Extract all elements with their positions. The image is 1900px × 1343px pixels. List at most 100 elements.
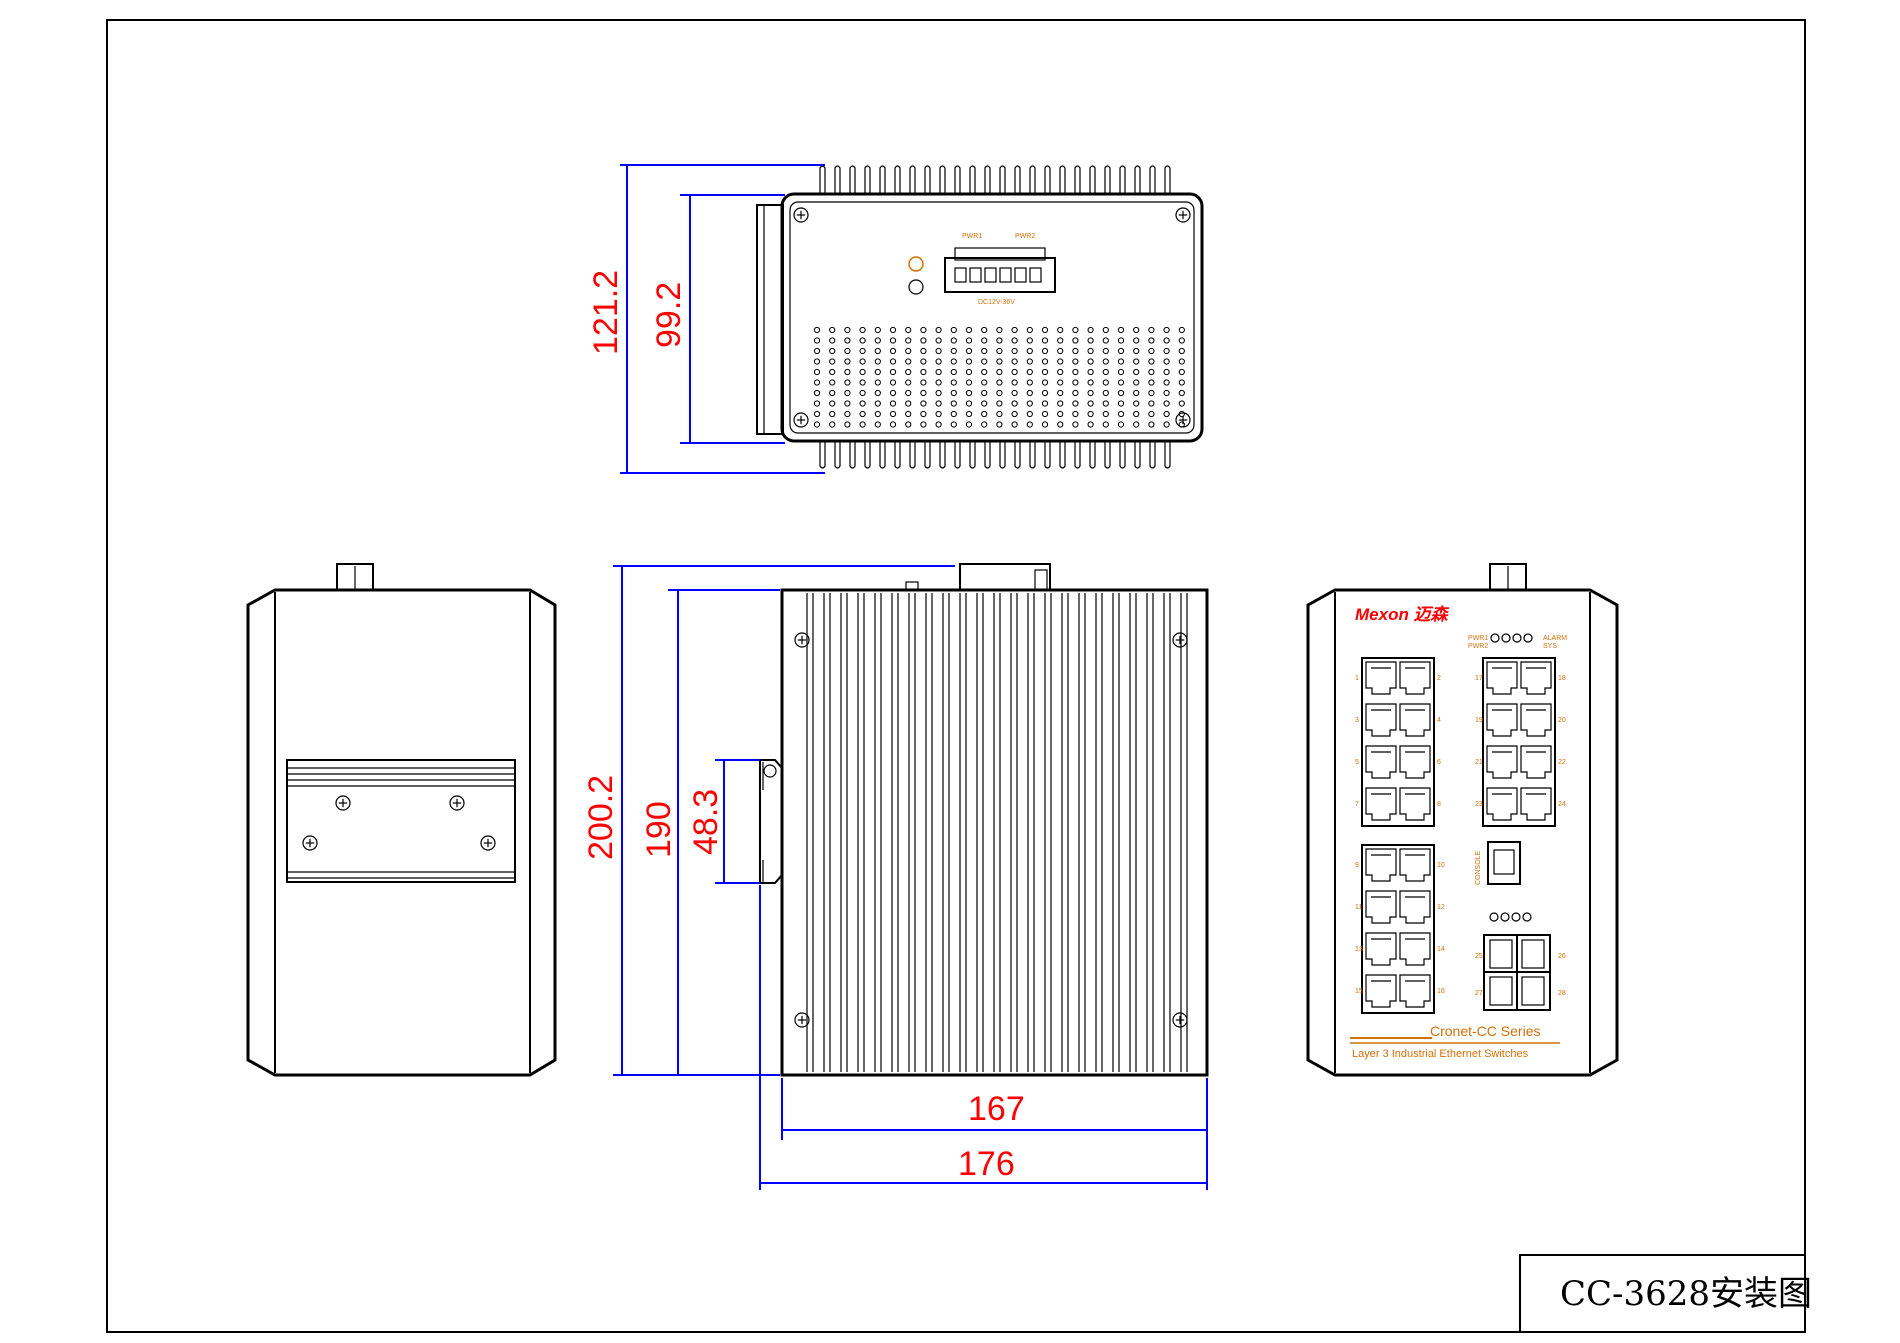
rj45-port (1399, 787, 1431, 821)
vent-hole (1026, 410, 1033, 418)
rj45-port (1365, 848, 1397, 882)
vent-hole (905, 400, 912, 407)
vent-hole (1117, 389, 1125, 397)
terminal-slot (1029, 267, 1042, 283)
vent-hole (920, 389, 927, 397)
vent-hole (935, 347, 942, 355)
vent-hole (844, 410, 851, 418)
fin (864, 165, 871, 194)
fin (1104, 441, 1111, 469)
vent-hole (889, 368, 897, 376)
fin (939, 165, 946, 194)
vent-hole (1163, 368, 1170, 376)
vent-hole (920, 421, 927, 428)
vent-hole (965, 368, 973, 376)
vent-hole (1133, 400, 1140, 407)
vent-hole (950, 400, 957, 407)
vent-hole (920, 379, 927, 386)
fin (984, 441, 991, 469)
vent-hole (1117, 368, 1125, 376)
vent-hole (981, 421, 988, 428)
port-label: 3 (1355, 717, 1359, 724)
vent-hole (935, 410, 942, 418)
left-side-view (246, 563, 557, 1077)
dim-167: 167 (968, 1090, 1025, 1128)
vent-hole (1163, 347, 1170, 355)
terminal-slot (969, 267, 982, 283)
dim-200-2: 200.2 (582, 775, 620, 860)
vent-hole (1148, 400, 1155, 407)
vent-hole (1087, 389, 1094, 397)
vent-hole (996, 379, 1003, 386)
rj45-port (1399, 932, 1431, 966)
vent-hole (1041, 326, 1049, 334)
screw-icon (794, 632, 810, 648)
vent-hole (889, 389, 897, 397)
vent-hole (874, 347, 881, 355)
vent-hole (1011, 326, 1018, 334)
vent-hole (965, 358, 973, 365)
fin (894, 441, 901, 469)
rj45-port (1399, 703, 1431, 737)
vent-hole (813, 421, 821, 428)
console-label: CONSOLE (1475, 850, 1482, 885)
fin (1074, 441, 1081, 469)
vent-hole (1087, 421, 1094, 428)
vent-hole (1072, 379, 1079, 386)
vent-hole (1072, 358, 1079, 365)
rj45-port (1399, 890, 1431, 924)
front-panel-view: Mexon 迈森 PWR1 PWR2 ALARM SYS 1 2 3 4 5 6… (1306, 563, 1619, 1077)
status-leds (1490, 633, 1533, 643)
heatsink-view (759, 563, 1209, 1077)
vent-hole (920, 400, 927, 407)
vent-hole (996, 347, 1003, 355)
dim-190: 190 (640, 801, 678, 858)
port-label: 7 (1355, 801, 1359, 808)
vent-hole (965, 410, 973, 418)
vent-hole (1102, 389, 1109, 397)
vent-hole (844, 337, 851, 344)
vent-hole (1148, 358, 1155, 365)
vent-hole (1087, 337, 1094, 344)
vent-hole (874, 389, 881, 397)
vent-hole (844, 368, 851, 376)
terminal-slot (984, 267, 997, 283)
title-text: CC-3628安装图 (1560, 1274, 1812, 1314)
vent-hole (965, 421, 973, 428)
vent-hole (889, 410, 897, 418)
vent-hole (874, 326, 881, 334)
vent-hole (1178, 358, 1185, 365)
top-fins-lower (819, 441, 1171, 469)
vent-hole (996, 326, 1003, 334)
fin (939, 441, 946, 469)
vent-hole (829, 358, 836, 365)
vent-hole (905, 389, 912, 397)
vent-hole (1057, 410, 1064, 418)
vent-hole (1148, 421, 1155, 428)
port-label: 13 (1355, 946, 1363, 953)
vent-hole (1072, 326, 1079, 334)
title-block: CC-3628安装图 (1519, 1254, 1812, 1333)
vent-hole (965, 379, 973, 386)
vent-hole (1026, 347, 1033, 355)
vent-hole (1117, 410, 1125, 418)
rj45-port (1365, 787, 1397, 821)
rj45-port (1399, 974, 1431, 1008)
vent-hole (1041, 410, 1049, 418)
vent-hole (813, 368, 821, 376)
vent-hole (935, 400, 942, 407)
led-indicator (1501, 633, 1511, 643)
vent-hole (889, 358, 897, 365)
fin (924, 165, 931, 194)
vent-hole (1011, 347, 1018, 355)
vent-hole (874, 337, 881, 344)
vent-hole (813, 400, 821, 407)
vent-hole (889, 421, 897, 428)
vent-hole (1117, 379, 1125, 386)
vent-hole (1087, 347, 1094, 355)
vent-hole (905, 410, 912, 418)
vent-hole (1026, 389, 1033, 397)
port-label: 4 (1437, 717, 1441, 724)
vent-hole (1026, 421, 1033, 428)
terminal-slot (954, 267, 967, 283)
